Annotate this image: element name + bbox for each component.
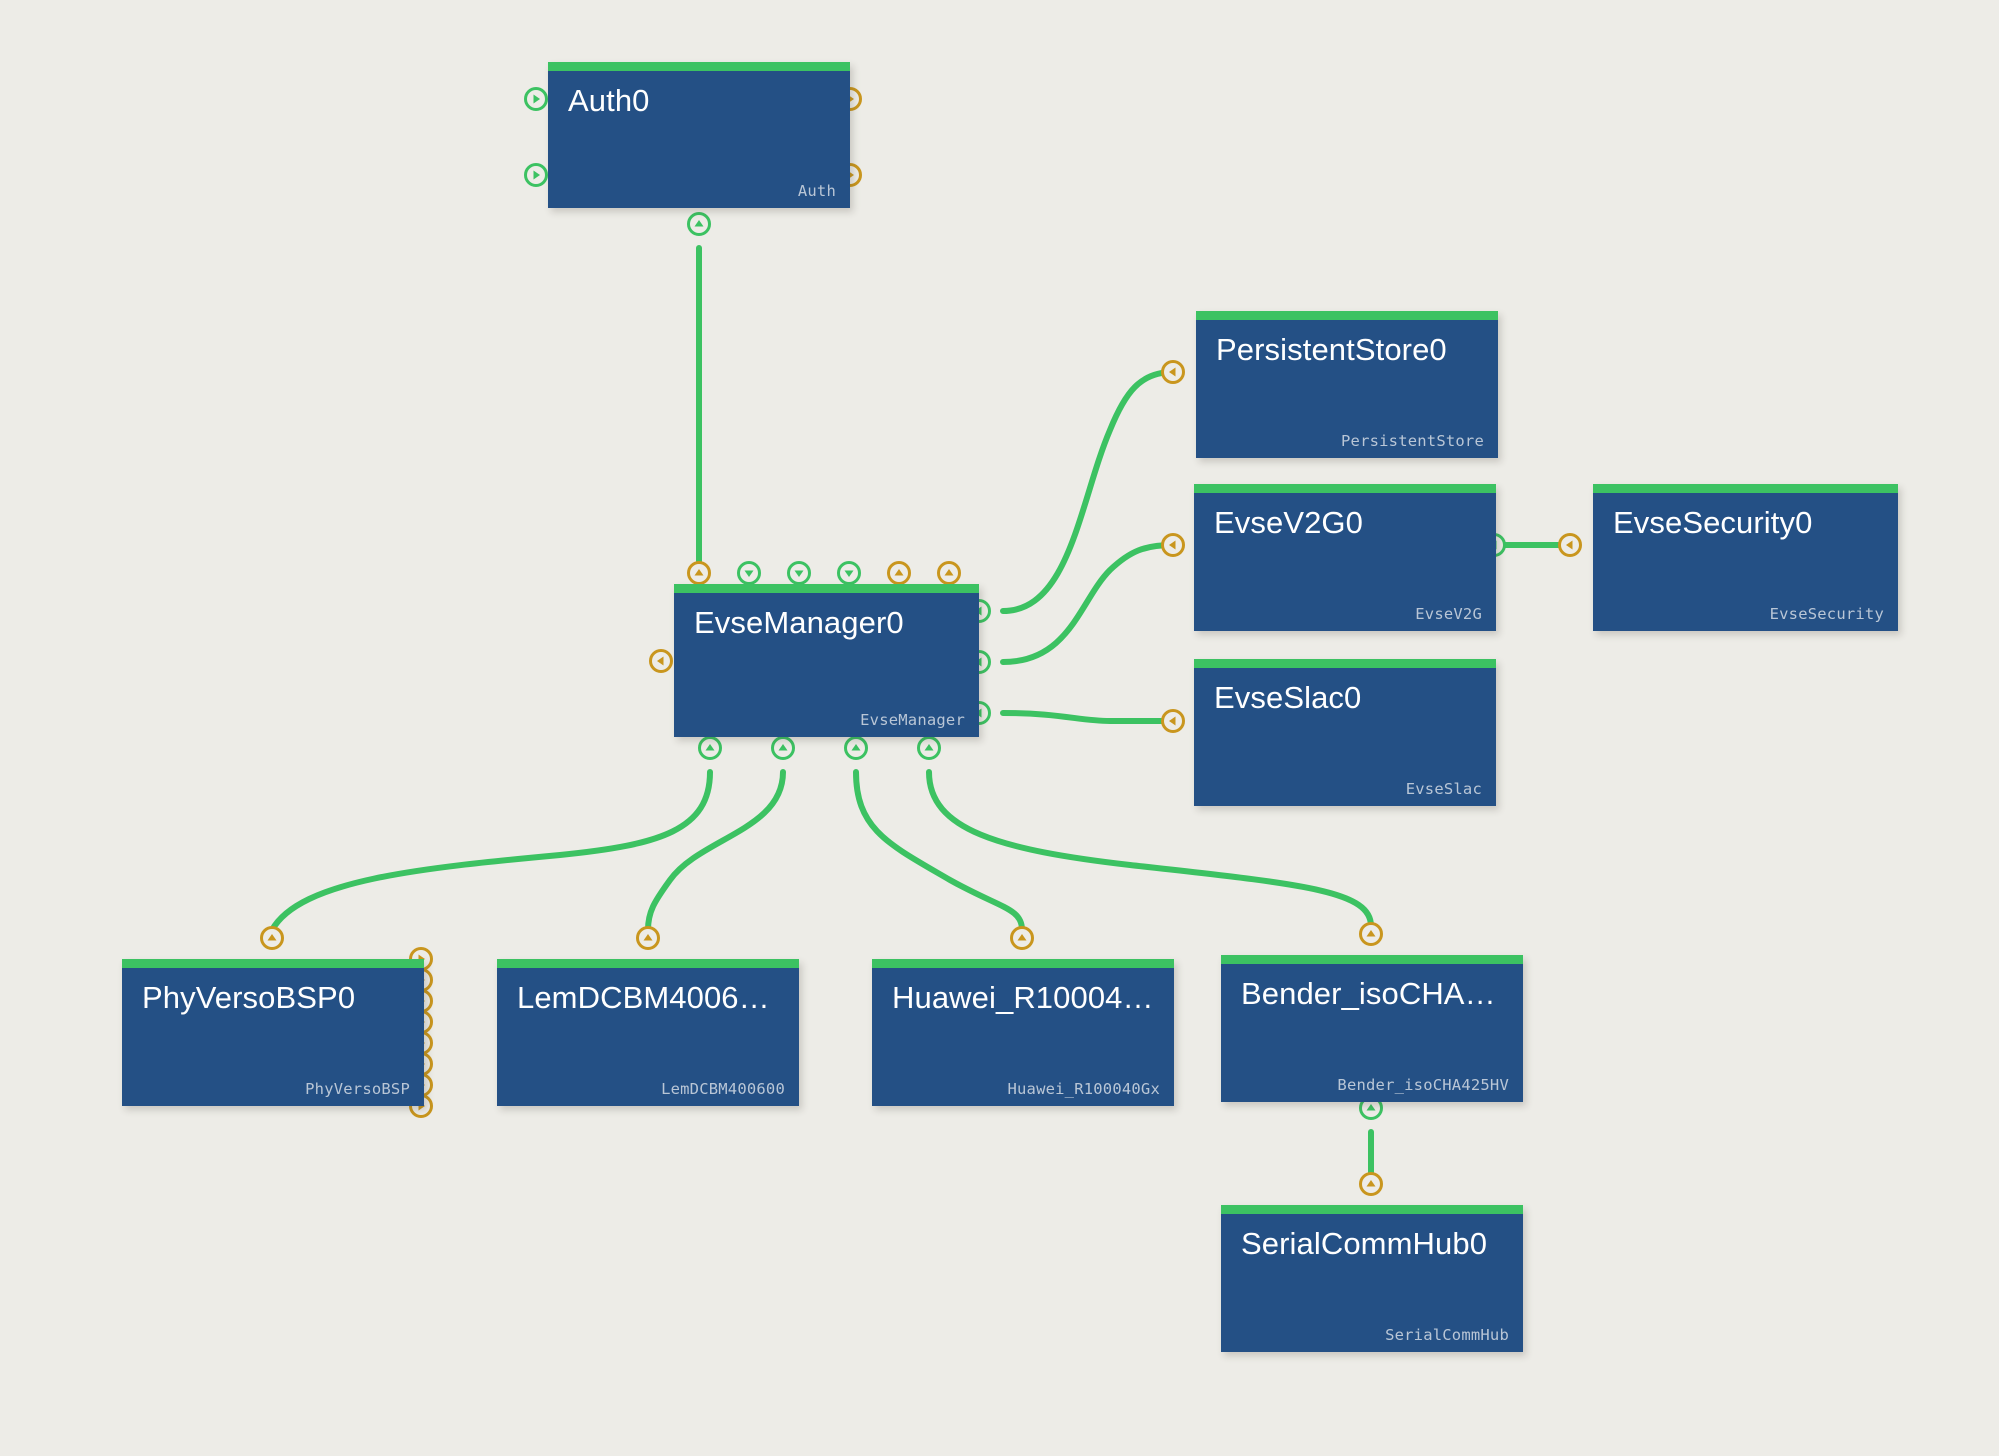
node-title: EvseV2G0 <box>1214 505 1363 540</box>
node-title: EvseSecurity0 <box>1613 505 1813 540</box>
node-type-label: PersistentStore <box>1341 432 1484 450</box>
evsemanager0-port-top-2-icon[interactable] <box>737 561 761 585</box>
node-title: Bender_isoCHA… <box>1241 976 1496 1011</box>
auth0-port-left-1-icon[interactable] <box>524 87 548 111</box>
node-title: LemDCBM4006… <box>517 980 770 1015</box>
node-type-label: EvseV2G <box>1415 605 1482 623</box>
evsemanager0-port-top-3-icon[interactable] <box>787 561 811 585</box>
node-title: Auth0 <box>568 83 650 118</box>
evsemanager0-port-bottom-4-icon[interactable] <box>917 736 941 760</box>
evsemanager0-port-left-1-icon[interactable] <box>649 649 673 673</box>
node-type-label: EvseManager <box>860 711 965 729</box>
evsesecurity0-port-left-1-icon[interactable] <box>1558 533 1582 557</box>
node-type-label: EvseSlac <box>1405 780 1482 798</box>
node-type-label: LemDCBM400600 <box>661 1080 785 1098</box>
evsev2g0-port-left-1-icon[interactable] <box>1161 533 1185 557</box>
node-type-label: PhyVersoBSP <box>305 1080 410 1098</box>
evsemanager0-port-top-4-icon[interactable] <box>837 561 861 585</box>
node-type-label: Huawei_R100040Gx <box>1007 1080 1160 1098</box>
evsemanager0-port-top-1-icon[interactable] <box>687 561 711 585</box>
evsemanager0-port-bottom-2-icon[interactable] <box>771 736 795 760</box>
node-huawei_r10004[interactable]: Huawei_R10004… Huawei_R100040Gx <box>872 959 1174 1106</box>
huawei-r10004-port-top-1-icon[interactable] <box>1010 926 1034 950</box>
node-title: Huawei_R10004… <box>892 980 1154 1015</box>
auth0-port-left-2-icon[interactable] <box>524 163 548 187</box>
node-type-label: Bender_isoCHA425HV <box>1337 1076 1509 1094</box>
serialcommhub0-port-top-1-icon[interactable] <box>1359 1172 1383 1196</box>
bender-isocha-port-top-1-icon[interactable] <box>1359 922 1383 946</box>
node-bender_isocha[interactable]: Bender_isoCHA… Bender_isoCHA425HV <box>1221 955 1523 1102</box>
node-title: EvseManager0 <box>694 605 904 640</box>
node-type-label: SerialCommHub <box>1385 1326 1509 1344</box>
phyversobsp0-port-top-1-icon[interactable] <box>260 926 284 950</box>
node-title: EvseSlac0 <box>1214 680 1362 715</box>
evsemanager0-port-top-6-icon[interactable] <box>937 561 961 585</box>
node-title: SerialCommHub0 <box>1241 1226 1488 1261</box>
auth0-port-bottom-1-icon[interactable] <box>687 212 711 236</box>
lemdcbm4006-port-top-1-icon[interactable] <box>636 926 660 950</box>
node-title: PhyVersoBSP0 <box>142 980 356 1015</box>
evseslac0-port-left-1-icon[interactable] <box>1161 709 1185 733</box>
persistentstore0-port-left-1-icon[interactable] <box>1161 360 1185 384</box>
node-title: PersistentStore0 <box>1216 332 1447 367</box>
node-type-label: Auth <box>797 182 836 200</box>
node-type-label: EvseSecurity <box>1769 605 1884 623</box>
evsemanager0-port-bottom-1-icon[interactable] <box>698 736 722 760</box>
evsemanager0-port-bottom-3-icon[interactable] <box>844 736 868 760</box>
evsemanager0-port-top-5-icon[interactable] <box>887 561 911 585</box>
node-lemdcbm4006[interactable]: LemDCBM4006… LemDCBM400600 <box>497 959 799 1106</box>
